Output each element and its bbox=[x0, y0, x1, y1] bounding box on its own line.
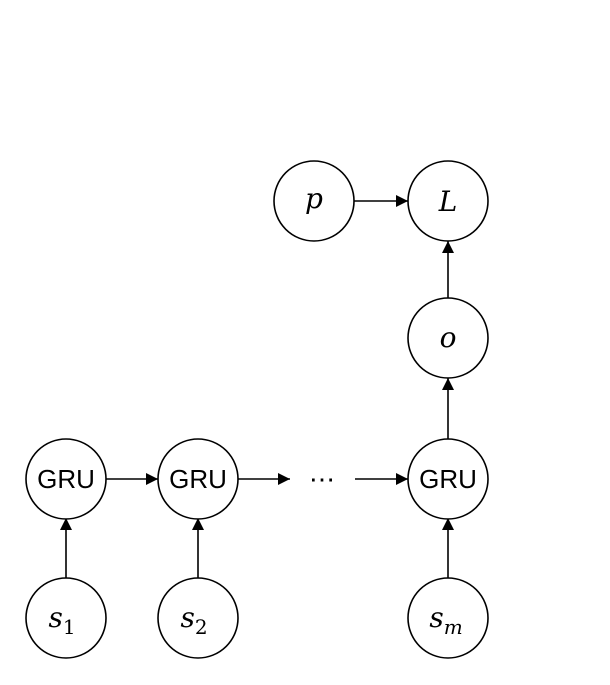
node-s2: s2 bbox=[157, 577, 239, 659]
node-s1: s1 bbox=[25, 577, 107, 659]
node-sm-circle bbox=[407, 577, 489, 659]
node-s2-label: s2 bbox=[180, 601, 207, 639]
node-gru1-label: GRU bbox=[37, 464, 95, 494]
edges bbox=[60, 195, 454, 578]
node-grum-label: GRU bbox=[419, 464, 477, 494]
node-p-circle bbox=[273, 160, 355, 242]
node-s2-base: s bbox=[180, 601, 194, 634]
node-s2-sub: 2 bbox=[195, 615, 208, 639]
node-o-label: o bbox=[440, 321, 457, 354]
node-sm-label: sm bbox=[429, 601, 462, 639]
node-grum: GRU bbox=[407, 438, 489, 520]
node-gru1: GRU bbox=[25, 438, 107, 520]
node-grum-circle bbox=[407, 438, 489, 520]
node-p: p bbox=[273, 160, 355, 242]
node-o-circle bbox=[407, 297, 489, 379]
node-gru2-label: GRU bbox=[169, 464, 227, 494]
node-o: o bbox=[407, 297, 489, 379]
node-sm-sub: m bbox=[444, 615, 463, 639]
node-l-label: L bbox=[438, 185, 458, 218]
node-l: L bbox=[407, 160, 489, 242]
node-sm-base: s bbox=[429, 601, 443, 634]
node-p-label: p bbox=[305, 182, 323, 215]
node-s1-circle bbox=[25, 577, 107, 659]
node-sm: sm bbox=[407, 577, 489, 659]
node-s1-base: s bbox=[48, 601, 62, 634]
node-s2-circle bbox=[157, 577, 239, 659]
node-s1-label: s1 bbox=[48, 601, 75, 639]
node-gru1-circle bbox=[25, 438, 107, 520]
node-l-circle bbox=[407, 160, 489, 242]
node-s1-sub: 1 bbox=[63, 615, 76, 639]
ellipsis: ⋯ bbox=[309, 465, 335, 495]
node-gru2-circle bbox=[157, 438, 239, 520]
node-gru2: GRU bbox=[157, 438, 239, 520]
